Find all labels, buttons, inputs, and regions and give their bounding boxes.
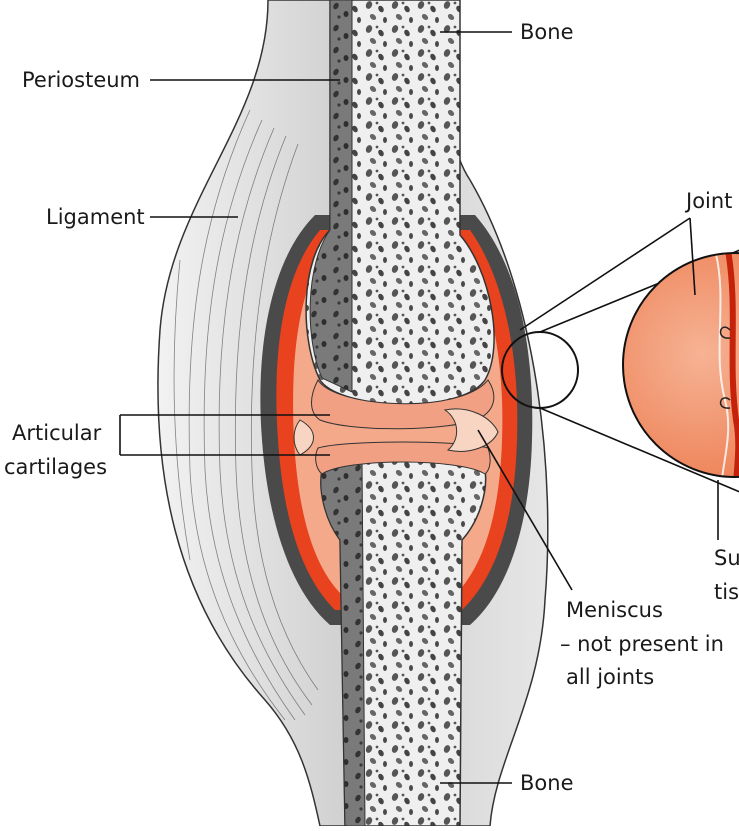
label-synovial-line2: tis <box>714 579 739 605</box>
label-periosteum: Periosteum <box>22 67 140 93</box>
label-synovial-line1: Su <box>714 545 739 571</box>
label-articular-line2: cartilages <box>4 454 107 480</box>
label-bone-bottom: Bone <box>520 770 573 796</box>
label-articular-line1: Articular <box>12 420 101 446</box>
label-ligament: Ligament <box>46 204 145 230</box>
label-meniscus-line1: Meniscus <box>566 597 663 623</box>
label-joint: Joint <box>686 188 732 214</box>
label-meniscus-line3: all joints <box>566 664 654 690</box>
label-meniscus-line2: – not present in <box>560 631 724 657</box>
label-bone-top: Bone <box>520 19 573 45</box>
